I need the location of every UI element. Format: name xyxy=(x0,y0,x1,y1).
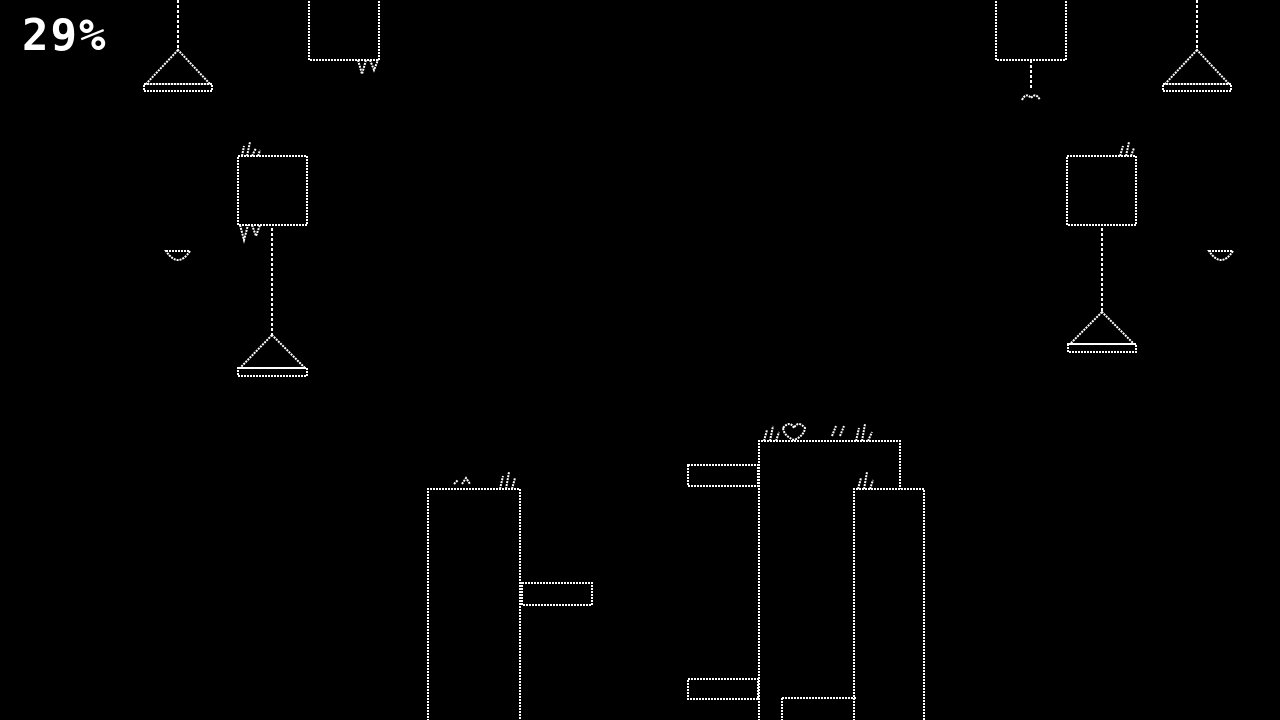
hanging-swing-top-left xyxy=(143,0,213,92)
ledge-lower-center xyxy=(687,678,759,700)
player-character xyxy=(781,423,807,442)
floating-block-left xyxy=(237,141,308,244)
hanging-swing-top-right xyxy=(1162,0,1232,92)
hanging-swing-left xyxy=(237,228,308,377)
ceiling-block-top-center xyxy=(308,0,380,78)
central-tower xyxy=(758,423,901,720)
small-bowl-right xyxy=(1207,250,1235,262)
hanging-swing-right xyxy=(1067,228,1137,353)
small-bowl-left xyxy=(164,250,192,262)
ledge-mid-left xyxy=(521,582,593,606)
ceiling-block-top-right xyxy=(995,0,1067,101)
progress-percentage: 29% xyxy=(22,10,108,61)
ledge-upper-center xyxy=(687,464,759,487)
floating-block-right xyxy=(1066,141,1137,226)
pillar-right xyxy=(853,471,925,720)
pillar-left xyxy=(427,471,521,720)
